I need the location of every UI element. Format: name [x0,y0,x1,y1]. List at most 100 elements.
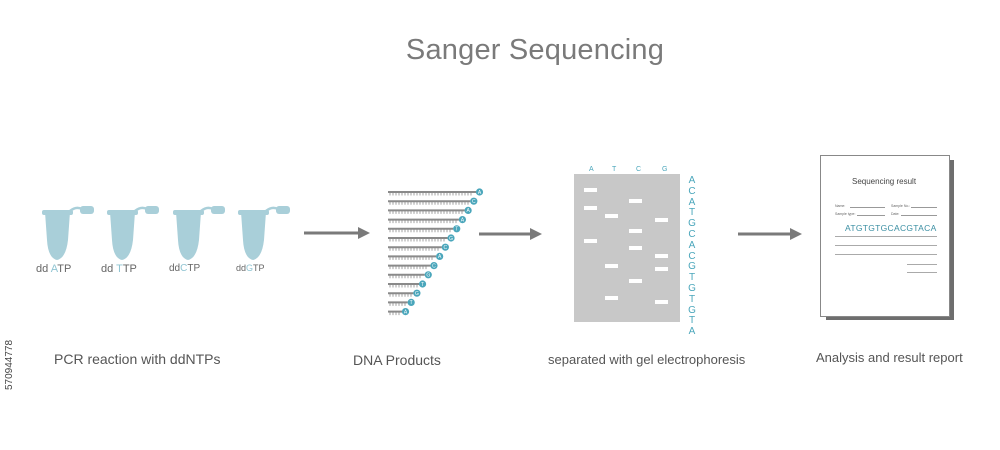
dna-strand: G [388,289,421,297]
lane-label-g: G [662,166,668,173]
sequence-letter: T [688,293,696,305]
sequence-letter: G [688,218,696,230]
terminator-letter: G [426,273,430,279]
terminator-letter: C [444,245,448,251]
step2-caption: DNA Products [353,352,441,368]
dna-strand: G [388,234,455,242]
terminator-nucleotide-icon [418,280,427,288]
sequence-letter: C [688,185,696,197]
tube-icon [173,206,225,260]
report-field-sample-type: Sample type: [835,212,856,216]
terminator-letter: C [432,263,436,269]
sequence-letter: G [688,261,696,273]
terminator-nucleotide-icon [436,252,444,260]
gel-band [629,199,642,203]
terminator-letter: A [466,208,470,214]
tube-label-dttp: dd TTP [101,263,137,275]
terminator-nucleotide-icon [470,197,478,205]
tube-label-dgtp: ddGTP [236,263,265,273]
terminator-letter: A [461,217,465,223]
gel-band [584,206,597,210]
pcr-tubes-illustration [42,206,290,260]
sequence-letter: A [688,326,696,338]
terminator-nucleotide-icon [424,271,432,279]
sequence-letter: G [688,282,696,294]
report-line [835,254,937,255]
terminator-letter: T [410,300,413,306]
lane-label-c: C [636,166,642,173]
terminator-nucleotide-icon [453,225,461,233]
sequence-letter: A [688,175,696,186]
gel-band [655,300,668,304]
arrow-right-icon [738,228,802,240]
step4-caption: Analysis and result report [816,350,963,365]
terminator-letter: T [455,227,458,233]
report-sequence: ATGTGTGCACGTACA [845,223,937,233]
report-line [907,264,937,265]
page-title: Sanger Sequencing [405,34,665,66]
terminator-letter: A [478,190,482,196]
report-field-date: Date: [891,212,900,216]
terminator-nucleotide-icon [475,188,484,196]
dna-strand: T [388,225,461,233]
step1-caption: PCR reaction with ddNTPs [54,351,221,367]
dna-strand: C [388,197,478,205]
report-field-name: Name: [835,204,846,208]
terminator-nucleotide-icon [447,234,455,242]
dna-strand: C [388,243,449,251]
side-id-label: 570944778 [4,339,15,390]
sequence-letter: G [688,304,696,316]
dna-strand: G [388,271,432,279]
terminator-letter: A [404,309,408,315]
terminator-letter: G [415,291,419,297]
sequence-letter: A [688,196,696,208]
gel-band [655,218,668,222]
tube-icon [107,206,159,260]
dna-strand: T [388,298,415,306]
report-line [835,236,937,237]
terminator-letter: G [449,236,453,242]
arrow-right-icon [479,228,542,240]
dna-strand: A [388,188,484,196]
report-line [835,245,937,246]
sequence-letter: C [688,228,696,240]
gel-band [584,239,597,243]
sequence-letter: A [688,239,696,251]
dna-strand: T [388,280,427,288]
dna-strand: A [388,308,410,315]
gel-band [605,214,618,218]
gel-band [629,246,642,250]
report-title: Sequencing result [852,177,917,186]
gel-band [584,188,597,192]
gel-band [629,229,642,233]
terminator-nucleotide-icon [407,298,415,306]
tube-label-datp: dd ATP [36,263,72,275]
sequence-letter: T [688,207,696,219]
report-line [907,272,937,273]
terminator-letter: T [421,282,424,288]
lane-label-t: T [612,166,617,173]
gel-band [629,279,642,283]
gel-band [605,264,618,268]
dna-strand: A [388,206,472,214]
sequence-letter: T [688,272,696,284]
gel-band [605,296,618,300]
tube-label-dctp: ddCTP [169,263,201,274]
dna-strand: A [388,216,467,223]
report-field-sample-no: Sample No.: [891,204,911,208]
sequence-letter: C [688,250,696,262]
report-document: Sequencing result Name: Sample No.: Samp… [820,155,950,317]
step3-caption: separated with gel electrophoresis [548,352,746,367]
lane-label-a: A [589,166,594,173]
tube-icon [42,206,94,260]
gel-background [574,174,680,322]
sequence-letter: T [688,315,696,327]
tube-icon [238,206,290,260]
dna-strand: A [388,252,444,260]
gel-panel [574,174,680,322]
arrow-right-icon [304,227,370,239]
terminator-nucleotide-icon [441,243,449,251]
dna-strand: C [388,262,438,269]
